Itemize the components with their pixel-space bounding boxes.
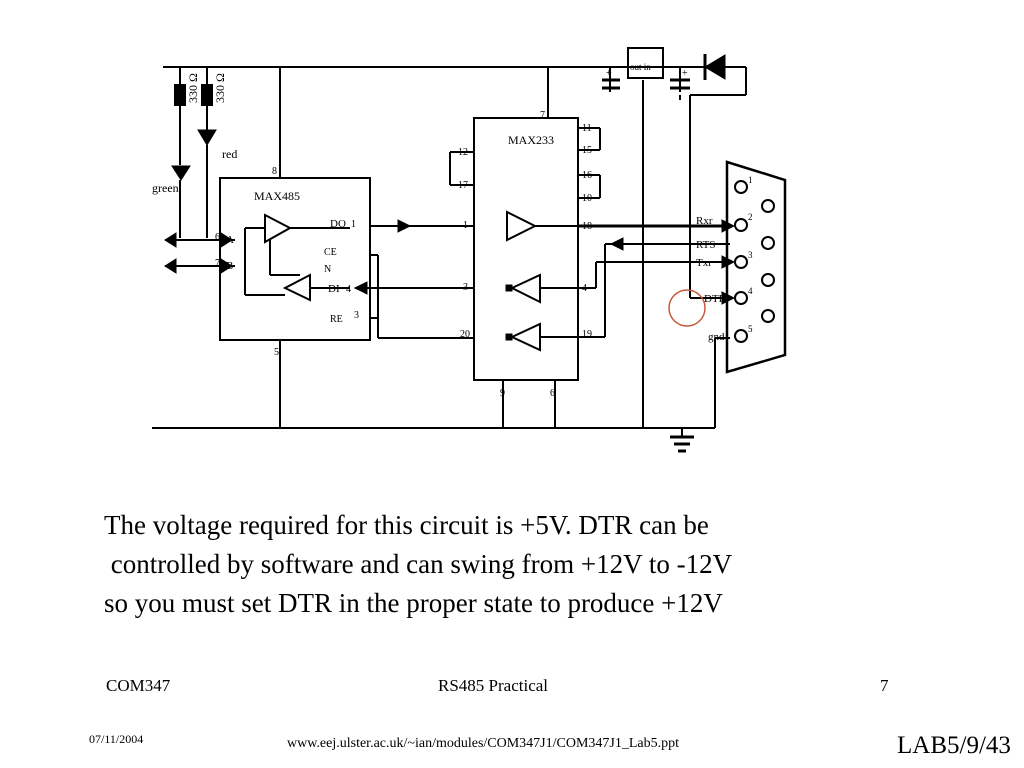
svg-text:1: 1: [748, 175, 753, 185]
rxr-label: Rxr: [696, 215, 713, 227]
svg-text:6: 6: [550, 388, 555, 399]
resistor-1-label: 330 Ω: [186, 73, 200, 103]
footer-slide-number: LAB5/9/43: [897, 732, 1011, 759]
led-red-label: red: [222, 147, 237, 161]
max233-label: MAX233: [508, 133, 554, 147]
caption: The voltage required for this circuit is…: [104, 506, 924, 623]
footer-course: COM347: [106, 676, 171, 695]
svg-text:9: 9: [500, 388, 505, 399]
svg-text:12: 12: [458, 147, 468, 158]
svg-text:A: A: [226, 234, 234, 246]
rts-label: RTS: [696, 239, 716, 251]
svg-text:19: 19: [582, 329, 592, 340]
svg-text:7: 7: [540, 110, 545, 121]
svg-text:4: 4: [582, 283, 587, 294]
rs485-circuit-schematic: 330 Ω 330 Ω red green MAX485 8 6 7 5 A B…: [152, 47, 787, 453]
svg-text:1: 1: [351, 219, 356, 230]
svg-text:+: +: [682, 68, 688, 79]
max485-chip: [219, 177, 371, 341]
svg-text:15: 15: [582, 145, 592, 156]
svg-text:16: 16: [582, 170, 592, 181]
diode-icon: [704, 54, 726, 80]
svg-text:DO: DO: [330, 218, 346, 230]
svg-text:11: 11: [582, 123, 592, 134]
svg-text:4: 4: [748, 286, 753, 296]
max485-label: MAX485: [254, 189, 300, 203]
caption-line-2: controlled by software and can swing fro…: [104, 549, 733, 579]
led-green-label: green: [152, 181, 179, 195]
svg-text:3: 3: [463, 282, 468, 293]
footer-date: 07/11/2004: [89, 732, 144, 746]
svg-text:+: +: [606, 68, 612, 79]
max233-chip: [473, 117, 579, 381]
svg-text:DI: DI: [328, 283, 340, 295]
svg-text:CE: CE: [324, 247, 337, 258]
red-led-icon: [197, 129, 217, 146]
dtr-label: DTR: [704, 293, 727, 305]
svg-text:8: 8: [272, 166, 277, 177]
svg-text:RE: RE: [330, 314, 343, 325]
svg-text:N: N: [324, 264, 331, 275]
footer-page-number: 7: [880, 676, 889, 695]
dtr-highlight-circle: [668, 289, 706, 327]
svg-text:4: 4: [346, 284, 351, 295]
svg-text:5: 5: [274, 347, 279, 358]
regulator-label: out in: [630, 62, 651, 72]
svg-text:10: 10: [582, 193, 592, 204]
footer-title: RS485 Practical: [438, 676, 549, 695]
svg-text:5: 5: [748, 324, 753, 334]
svg-text:3: 3: [748, 250, 753, 260]
svg-text:18: 18: [582, 221, 592, 232]
footer-url: www.eej.ulster.ac.uk/~ian/modules/COM347…: [287, 736, 680, 751]
txr-label: Txr: [696, 257, 712, 269]
svg-text:B: B: [226, 260, 233, 272]
svg-text:3: 3: [354, 310, 359, 321]
svg-text:1: 1: [463, 220, 468, 231]
svg-text:20: 20: [460, 329, 470, 340]
svg-text:7: 7: [215, 258, 220, 269]
caption-line-3: so you must set DTR in the proper state …: [104, 588, 723, 618]
svg-text:2: 2: [748, 212, 753, 222]
svg-text:17: 17: [458, 180, 468, 191]
green-led-icon: [171, 165, 191, 181]
svg-text:6: 6: [215, 232, 220, 243]
resistor-2-label: 330 Ω: [213, 73, 227, 103]
caption-line-1: The voltage required for this circuit is…: [104, 510, 709, 540]
gnd-label: gnd: [708, 331, 725, 343]
